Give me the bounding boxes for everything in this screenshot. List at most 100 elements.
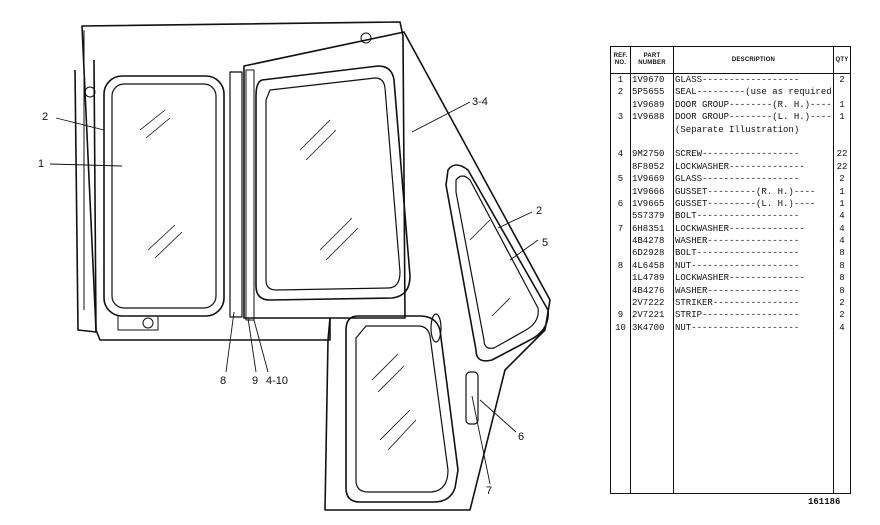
table-row: 5 1V9669 GLASS------------------ 2 xyxy=(611,173,850,185)
description: LOCKWASHER-------------- xyxy=(675,161,805,172)
table-row: 2V7222 STRIKER---------------- 2 xyxy=(611,297,850,309)
table-row: 2 5P5655 SEAL---------(use as required)-- xyxy=(611,86,850,98)
callout-2-right: 2 xyxy=(536,205,542,217)
hinge xyxy=(229,71,243,318)
header-qty: QTY xyxy=(835,56,849,63)
callout-8: 8 xyxy=(220,375,226,387)
quantity: 4 xyxy=(839,223,845,234)
part-number: 1V9688 xyxy=(632,112,665,123)
description: LOCKWASHER-------------- xyxy=(675,223,805,234)
quantity: 2 xyxy=(839,310,845,321)
description: WASHER----------------- xyxy=(675,285,800,296)
part-number: 1V9665 xyxy=(632,198,665,209)
description: BOLT------------------- xyxy=(675,211,800,222)
callout-6: 6 xyxy=(518,431,524,443)
part-number: 6D2928 xyxy=(632,248,665,259)
part-number: 2V7221 xyxy=(632,310,665,321)
ref-no: 5 xyxy=(617,174,624,185)
quantity: 8 xyxy=(839,285,845,296)
ref-no: 6 xyxy=(617,198,624,209)
quantity: 4 xyxy=(839,236,845,247)
part-number: 6H8351 xyxy=(632,223,665,234)
part-number: 1V9689 xyxy=(632,99,665,110)
description: GUSSET---------(L. H.)---- xyxy=(675,198,816,209)
door-outline xyxy=(243,31,551,511)
table-row: 1V9666 GUSSET---------(R. H.)---- 1 xyxy=(611,186,850,198)
callout-5: 5 xyxy=(542,237,548,249)
part-number: 8F8052 xyxy=(632,161,665,172)
header-ref: REF. NO. xyxy=(613,53,628,66)
table-row xyxy=(611,136,850,148)
table-row: 6 1V9665 GUSSET---------(L. H.)---- 1 xyxy=(611,198,850,210)
quantity: 1 xyxy=(839,99,845,110)
left-window-frame xyxy=(103,75,225,317)
description: NUT-------------------- xyxy=(675,260,800,271)
ref-no: 2 xyxy=(617,87,624,98)
part-number: 1V9669 xyxy=(632,174,665,185)
part-number: 2V7222 xyxy=(632,298,665,309)
callout-4-10: 4-10 xyxy=(266,375,288,387)
panel-left-edge xyxy=(74,59,97,333)
quantity: 8 xyxy=(839,248,845,259)
description: SEAL---------(use as required)-- xyxy=(675,87,833,98)
part-number: 1V9670 xyxy=(632,75,665,85)
part-number: 5P5655 xyxy=(632,87,665,98)
description: STRIKER---------------- xyxy=(675,298,800,309)
part-number: 1L4789 xyxy=(632,273,665,284)
table-row: 4B4278 WASHER----------------- 4 xyxy=(611,235,850,247)
description: SCREW------------------ xyxy=(675,149,800,160)
quantity: 22 xyxy=(836,149,848,160)
description: DOOR GROUP--------(L. H.)---- xyxy=(675,112,832,123)
quantity: 2 xyxy=(839,298,845,309)
ref-no: 9 xyxy=(617,310,624,321)
part-number: 4B4278 xyxy=(632,236,665,247)
ref-no: 4 xyxy=(617,149,624,160)
quantity: 2 xyxy=(839,174,845,185)
illustration-code: 161186 xyxy=(808,497,841,507)
callout-7: 7 xyxy=(486,485,492,497)
table-row: 3 1V9688 DOOR GROUP--------(L. H.)---- 1 xyxy=(611,111,850,123)
ref-no: 1 xyxy=(617,75,624,85)
table-row: (Separate Illustration) xyxy=(611,124,850,136)
part-number: 4L6458 xyxy=(632,260,665,271)
header-description: DESCRIPTION xyxy=(731,56,776,63)
description: BOLT------------------- xyxy=(675,248,800,259)
callout-9: 9 xyxy=(252,375,258,387)
description: GLASS------------------ xyxy=(675,174,800,185)
description: LOCKWASHER-------------- xyxy=(675,273,805,284)
description: WASHER----------------- xyxy=(675,236,800,247)
quantity: 1 xyxy=(839,198,845,209)
cab-side-door-drawing: 2 1 3-4 2 5 6 7 8 9 4-10 xyxy=(38,21,551,511)
part-number: 4B4276 xyxy=(632,285,665,296)
description: (Separate Illustration) xyxy=(675,124,800,135)
ref-no: 3 xyxy=(617,112,624,123)
ref-no: 10 xyxy=(615,322,626,333)
callout-3-4: 3-4 xyxy=(472,96,488,108)
side-triangle-window xyxy=(445,164,549,362)
part-number: 9M2750 xyxy=(632,149,665,160)
part-number: 1V9666 xyxy=(632,186,665,197)
quantity: 8 xyxy=(839,273,845,284)
part-number: 3K4700 xyxy=(632,322,665,333)
lock-plate xyxy=(117,315,159,331)
description: GUSSET---------(R. H.)---- xyxy=(675,186,816,197)
table-row: 4B4276 WASHER----------------- 8 xyxy=(611,285,850,297)
quantity: 1 xyxy=(839,186,845,197)
door-handle xyxy=(465,371,479,425)
description: GLASS------------------ xyxy=(675,75,800,85)
table-row: 1L4789 LOCKWASHER-------------- 8 xyxy=(611,272,850,284)
table-header: REF. NO. PART NUMBER DESCRIPTION QTY xyxy=(611,47,850,74)
quantity: 2 xyxy=(839,75,845,85)
quantity: 1 xyxy=(839,112,845,123)
table-row: 4 9M2750 SCREW------------------ 22 xyxy=(611,148,850,160)
door-upper-window xyxy=(255,65,411,301)
